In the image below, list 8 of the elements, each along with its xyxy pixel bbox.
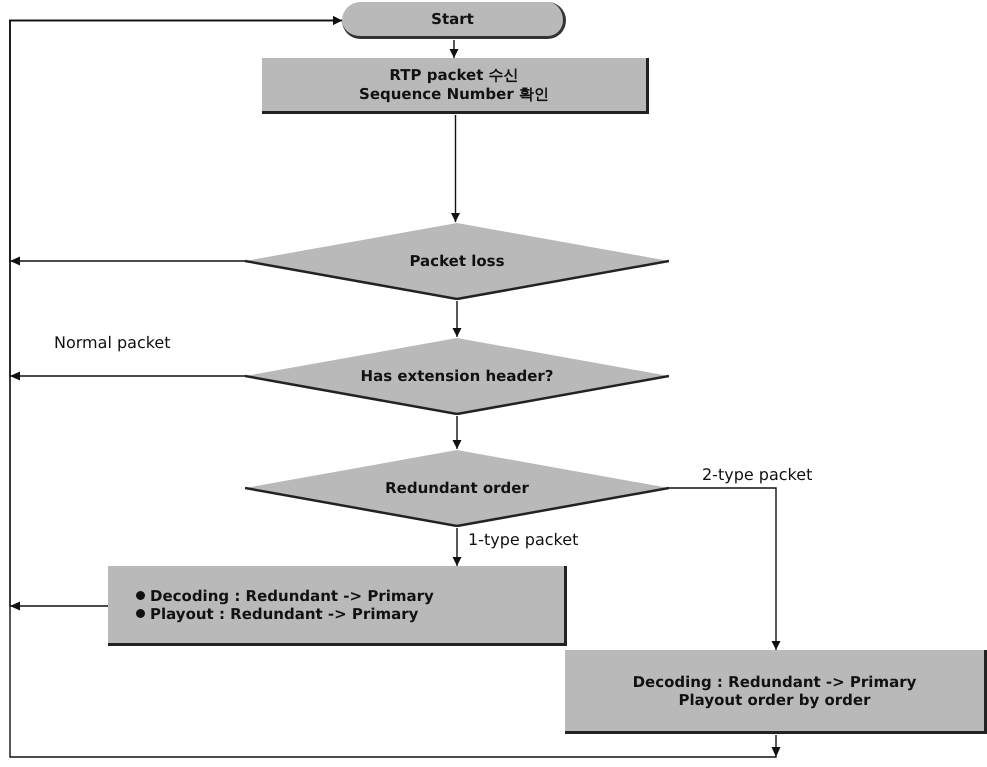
process-box: Decoding : Redundant -> Primary Playout order by order bbox=[565, 650, 987, 734]
decision-diamond: Has extension header? bbox=[245, 337, 669, 415]
decision-diamond: Packet loss bbox=[245, 222, 669, 300]
start-terminal: Start bbox=[342, 2, 566, 39]
process-box: Decoding : Redundant -> Primary Playout : Redundant -> Primary bbox=[108, 566, 567, 646]
decision-diamond: Redundant order bbox=[245, 449, 669, 527]
edge-label: 2-type packet bbox=[700, 465, 814, 484]
process-box: RTP packet 수신 Sequence Number 확인 bbox=[262, 58, 649, 114]
